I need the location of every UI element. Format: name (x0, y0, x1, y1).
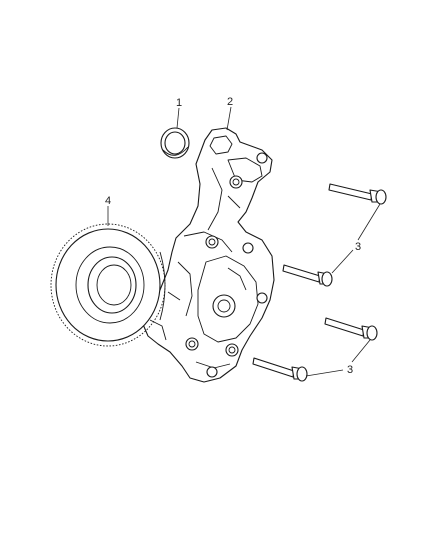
seal-ring[interactable] (160, 127, 190, 159)
drive-gear[interactable] (50, 223, 166, 347)
oil-pump-housing[interactable] (141, 127, 275, 383)
bolt-lower-right[interactable] (324, 317, 378, 341)
callout-2: 2 (227, 96, 233, 108)
bolt-middle-right[interactable] (282, 264, 333, 287)
callout-4: 4 (105, 195, 111, 207)
leader-lines (107, 106, 381, 377)
callout-3-upper: 3 (355, 241, 361, 253)
bolt-bottom[interactable] (252, 357, 308, 382)
bolt-top-right[interactable] (328, 183, 387, 205)
callout-3-lower: 3 (347, 364, 353, 376)
callout-1: 1 (176, 97, 182, 109)
